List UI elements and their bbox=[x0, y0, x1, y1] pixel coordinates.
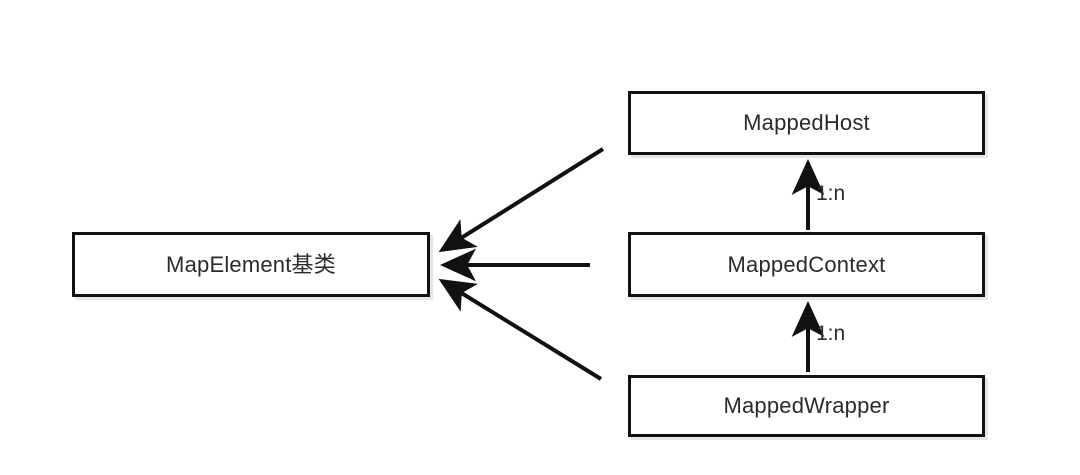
edge-host-to-base bbox=[438, 147, 605, 253]
edge-label-wrapper-to-context: 1:n bbox=[816, 322, 846, 345]
class-node-mapped-host[interactable]: MappedHost bbox=[628, 91, 985, 155]
edge-label-context-to-host: 1:n bbox=[816, 182, 846, 205]
edge-wrapper-to-base bbox=[438, 278, 603, 381]
class-node-map-element-base[interactable]: MapElement基类 bbox=[72, 232, 430, 297]
class-node-label: MappedContext bbox=[727, 251, 886, 277]
class-node-label: MapElement基类 bbox=[166, 251, 336, 277]
class-node-label: MappedHost bbox=[743, 110, 870, 135]
class-node-mapped-wrapper[interactable]: MappedWrapper bbox=[628, 375, 985, 437]
class-node-label: MappedWrapper bbox=[723, 393, 890, 418]
class-node-mapped-context[interactable]: MappedContext bbox=[628, 232, 985, 297]
